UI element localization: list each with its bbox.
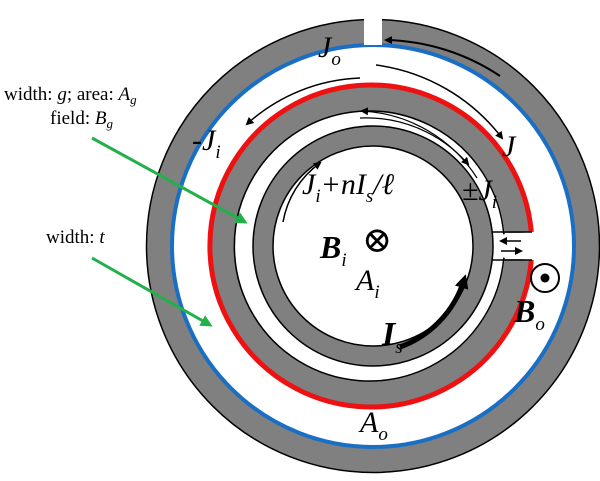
middle-shell [209, 85, 531, 407]
label-Ao: Ao [358, 406, 388, 445]
label-Bi: Bi [319, 229, 347, 271]
inner-core-ring [253, 126, 493, 366]
middle-shell-edge-inner [233, 110, 505, 382]
outer-shell-gap [364, 18, 382, 45]
arrow-middle-inner-2 [360, 107, 478, 179]
label-J: J [502, 130, 517, 163]
label-inner-current: Ji+nIs/ℓ [302, 168, 395, 207]
green-arrow-gap [91, 136, 248, 224]
label-gap-width-area: width: g; area: Ag [4, 84, 137, 107]
label-minus-Ji: -Ji [192, 124, 221, 163]
middle-surface-red [207, 82, 534, 410]
label-gap-field: field: Bg [50, 108, 113, 131]
slit-gap [505, 233, 529, 259]
arrow-Jo [384, 36, 501, 77]
arrow-Is [399, 274, 469, 350]
inner-core-edge-outer [252, 125, 494, 367]
label-Bo: Bo [513, 293, 545, 335]
label-shell-width: width: t [46, 227, 105, 248]
label-Ai: Ai [354, 264, 380, 303]
inner-core-edge-inner [272, 145, 474, 347]
label-pm-Ji: ±Ji [462, 174, 497, 213]
Bi-cross-symbol: ⊗ [362, 220, 392, 260]
label-Is: Is [381, 316, 403, 358]
arrow-inner-current [282, 161, 322, 223]
arrow-J-outer [375, 64, 504, 140]
green-arrow-shell [91, 256, 213, 327]
label-Jo: Jo [318, 31, 341, 70]
arrow-minus-Ji [245, 77, 361, 126]
Bo-dot-center [540, 273, 550, 283]
